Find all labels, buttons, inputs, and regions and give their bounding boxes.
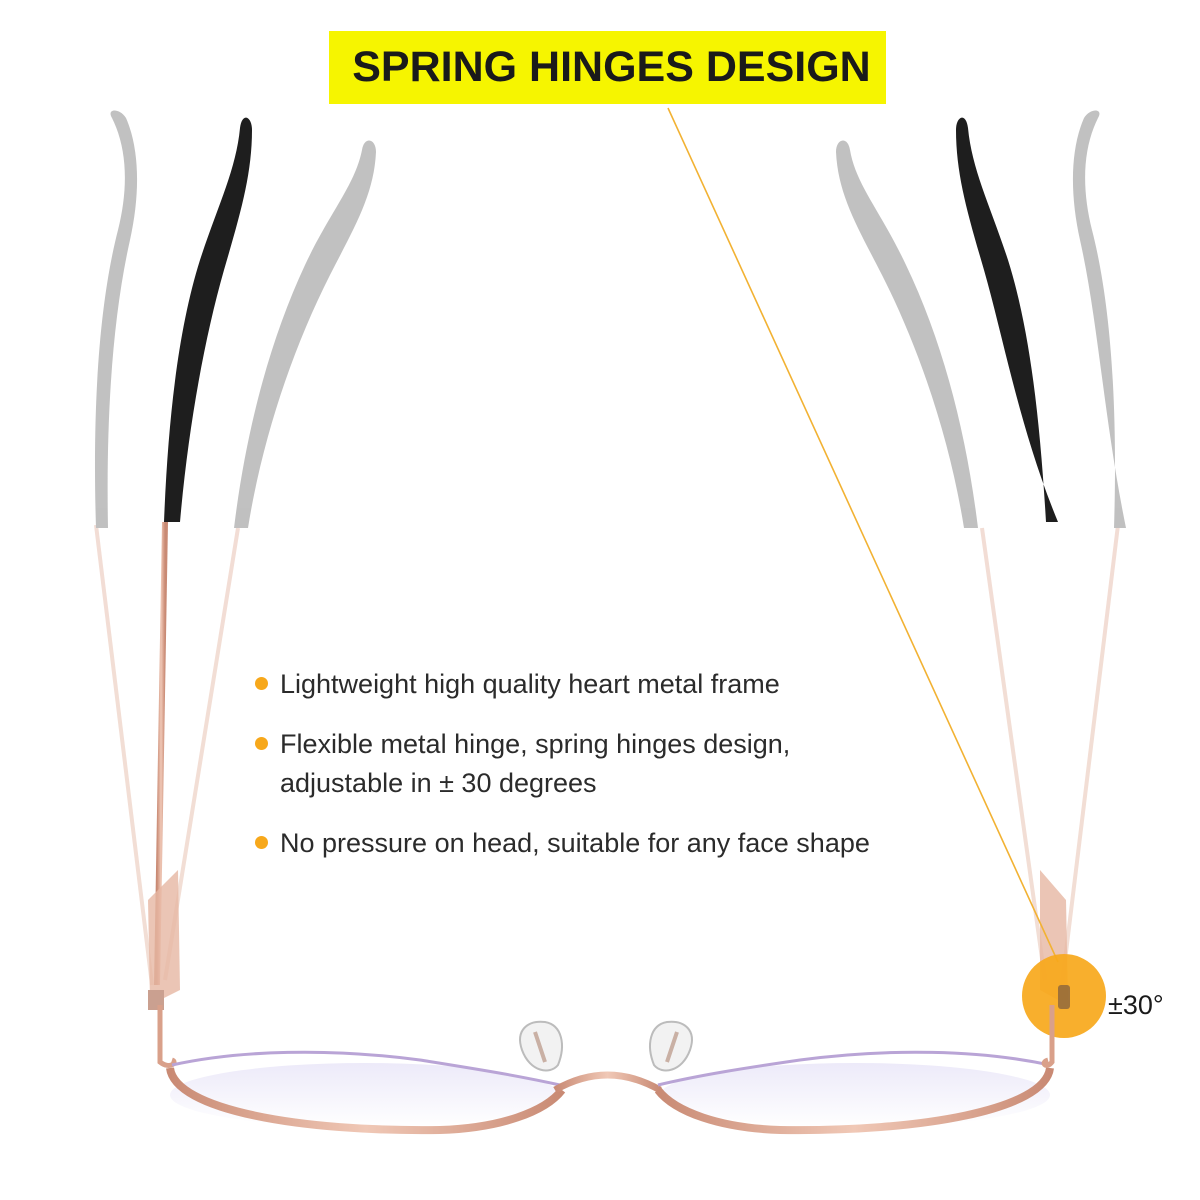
banner-title: SPRING HINGES DESIGN <box>352 43 871 91</box>
left-temple-black <box>154 117 252 986</box>
nose-pad-left <box>519 1020 563 1072</box>
pointer-line <box>667 107 1059 963</box>
feature-text: Flexible metal hinge, spring hinges desi… <box>280 729 791 798</box>
orange-dot-icon <box>255 836 268 849</box>
right-temple-ghost-inner <box>836 140 1047 981</box>
left-temple-ghost-outer <box>94 110 154 986</box>
feature-item: No pressure on head, suitable for any fa… <box>255 824 975 863</box>
left-hinge <box>148 870 180 1000</box>
title-banner: SPRING HINGES DESIGN <box>329 31 886 104</box>
front-frame <box>157 1005 1055 1135</box>
feature-text: Lightweight high quality heart metal fra… <box>280 669 780 699</box>
feature-item: Flexible metal hinge, spring hinges desi… <box>255 725 975 803</box>
angle-label: ±30° <box>1108 990 1164 1020</box>
right-hinge-screw <box>1058 985 1070 1009</box>
orange-dot-icon <box>255 737 268 750</box>
feature-item: Lightweight high quality heart metal fra… <box>255 665 975 704</box>
feature-list: Lightweight high quality heart metal fra… <box>255 665 975 884</box>
nose-pad-right <box>649 1020 693 1072</box>
orange-dot-icon <box>255 677 268 690</box>
right-temple-ghost-outer <box>1060 110 1126 986</box>
feature-text: No pressure on head, suitable for any fa… <box>280 828 870 858</box>
